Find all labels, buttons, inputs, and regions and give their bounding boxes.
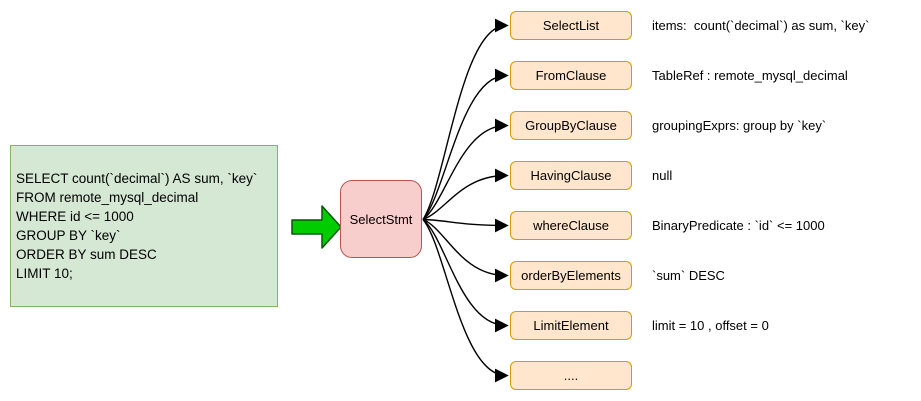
annotation-selectlist: items: count(`decimal`) as sum, `key`	[652, 18, 870, 33]
connector-to-groupbyclause	[422, 118, 509, 221]
annotation-fromclause: TableRef : remote_mysql_decimal	[652, 68, 848, 83]
connector-to-whereclause	[422, 218, 509, 233]
node-ellipsis: ....	[510, 361, 632, 390]
annotation-groupbyclause: groupingExprs: group by `key`	[652, 118, 827, 133]
connector-to-selectlist	[422, 18, 509, 220]
annotation-havingclause: null	[652, 168, 673, 183]
sql-source-box: SELECT count(`decimal`) AS sum, `key` FR…	[10, 145, 278, 307]
connector-to-ellipsis	[422, 219, 509, 383]
node-selectlist: SelectList	[510, 11, 632, 40]
node-fromclause: FromClause	[510, 61, 632, 90]
connector-to-fromclause	[422, 68, 509, 220]
node-whereclause: whereClause	[510, 211, 632, 240]
annotation-orderbyelements: `sum` DESC	[652, 268, 725, 283]
connector-to-limitelement	[422, 218, 509, 333]
connector-to-orderbyelements	[422, 218, 509, 283]
node-havingclause: HavingClause	[510, 161, 632, 190]
node-orderbyelements: orderByElements	[510, 261, 632, 290]
annotation-limitelement: limit = 10 , offset = 0	[652, 318, 769, 333]
node-limitelement: LimitElement	[510, 311, 632, 340]
node-groupbyclause: GroupByClause	[510, 111, 632, 140]
transform-arrow-icon	[291, 205, 342, 249]
annotation-whereclause: BinaryPredicate : `id` <= 1000	[652, 218, 825, 233]
node-selectstmt: SelectStmt	[340, 180, 422, 258]
connector-to-havingclause	[422, 168, 509, 221]
